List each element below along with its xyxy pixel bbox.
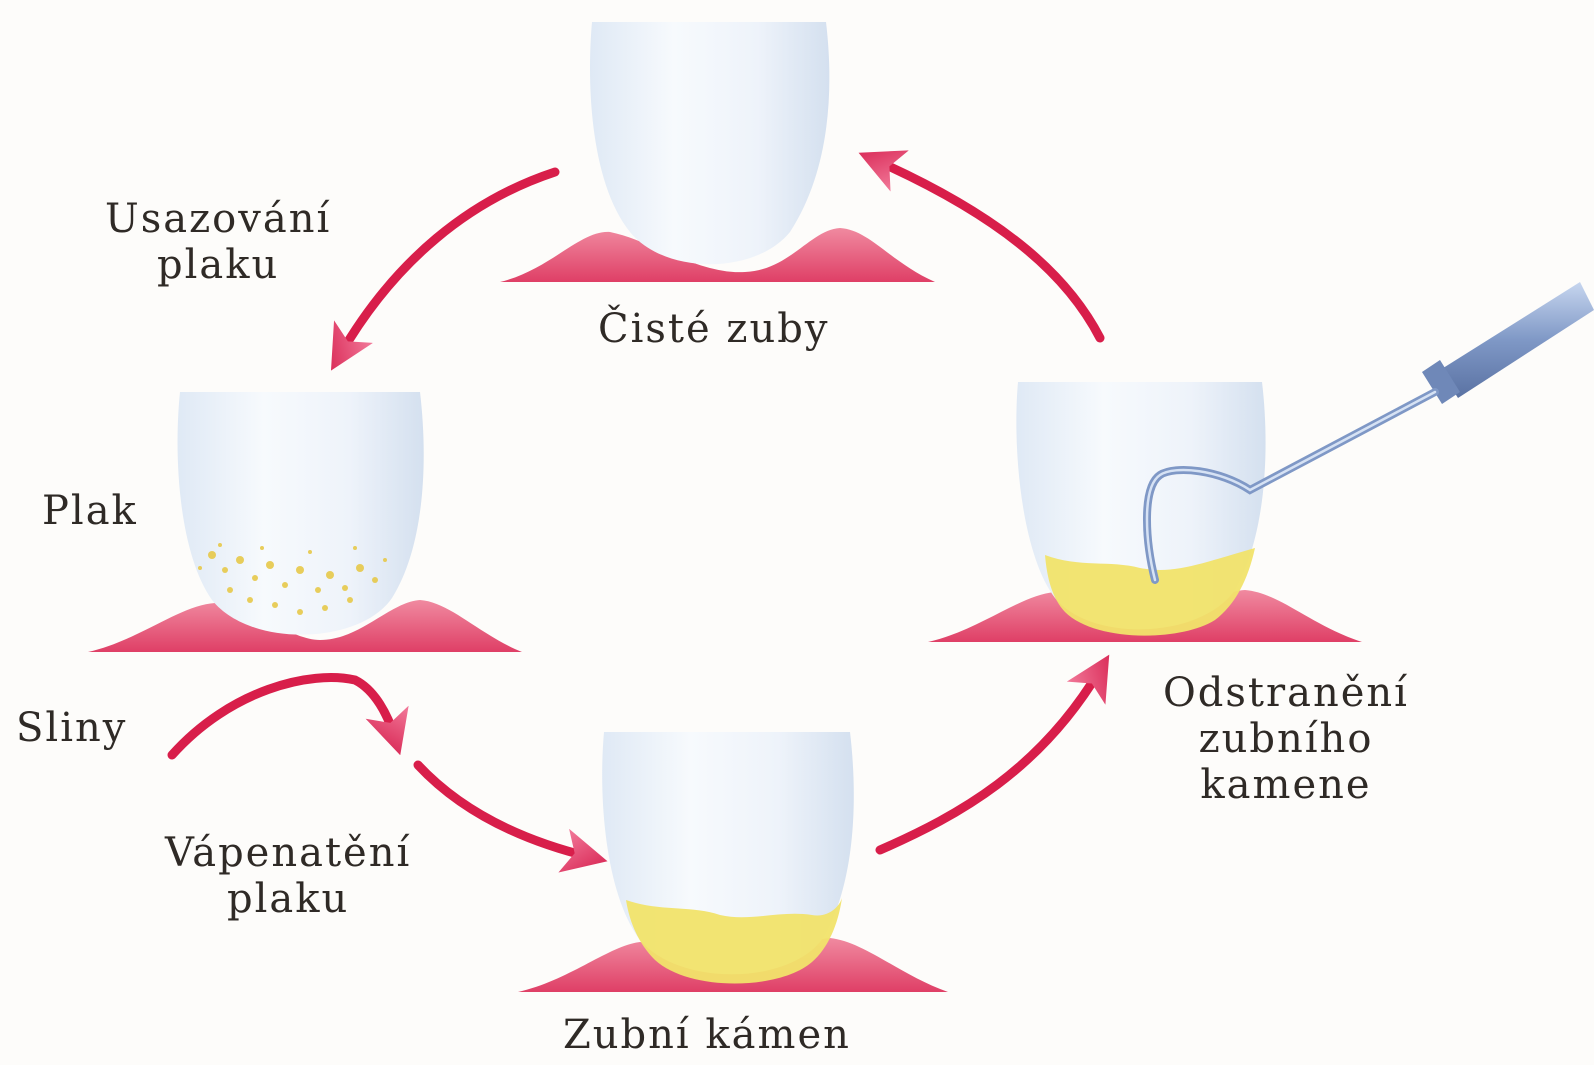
arrow-plaque-to-tartar bbox=[418, 765, 590, 857]
arrow-tartar-to-removal bbox=[880, 670, 1100, 850]
tartar-tooth bbox=[518, 732, 948, 992]
label-removal-line3: kamene bbox=[1163, 762, 1409, 808]
label-calcification-line2: plaku bbox=[165, 876, 411, 922]
label-tartar-removal: Odstranění zubního kamene bbox=[1163, 670, 1409, 808]
label-saliva: Sliny bbox=[16, 705, 127, 751]
label-tartar: Zubní kámen bbox=[563, 1012, 851, 1058]
arrow-saliva bbox=[172, 678, 395, 755]
plaque-tooth bbox=[88, 392, 522, 652]
label-removal-line2: zubního bbox=[1163, 716, 1409, 762]
tooth-crown-clean bbox=[590, 22, 829, 264]
clean-tooth bbox=[500, 22, 935, 282]
label-deposition-line2: plaku bbox=[105, 242, 331, 288]
label-deposition-line1: Usazování bbox=[105, 196, 331, 242]
label-plaque-calcification: Vápenatění plaku bbox=[165, 830, 411, 922]
arrow-removal-to-clean bbox=[875, 160, 1100, 338]
label-removal-line1: Odstranění bbox=[1163, 670, 1409, 716]
label-clean-teeth-text: Čisté zuby bbox=[598, 306, 829, 352]
tooth-crown-plaque bbox=[178, 392, 424, 635]
label-plaque-text: Plak bbox=[42, 488, 138, 534]
label-clean-teeth: Čisté zuby bbox=[598, 306, 829, 352]
label-plaque-deposition: Usazování plaku bbox=[105, 196, 331, 288]
label-saliva-text: Sliny bbox=[16, 705, 127, 751]
arrow-clean-to-plaque bbox=[340, 172, 555, 355]
label-calcification-line1: Vápenatění bbox=[165, 830, 411, 876]
label-tartar-text: Zubní kámen bbox=[563, 1012, 851, 1058]
removal-tooth bbox=[928, 282, 1594, 642]
label-plaque: Plak bbox=[42, 488, 138, 534]
